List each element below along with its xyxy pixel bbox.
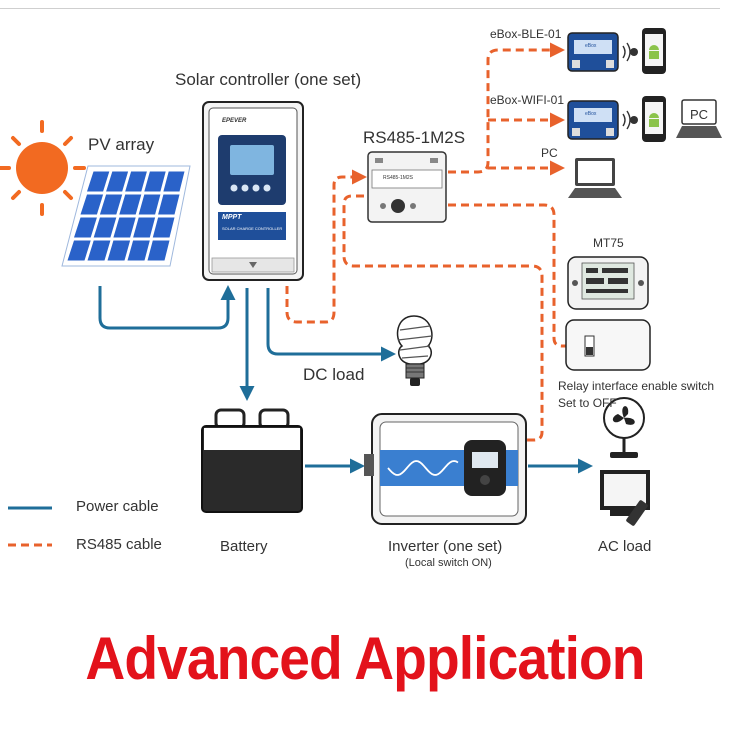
wifi-signal-icon [622,110,638,130]
legend [8,506,52,547]
pv-array-label: PV array [88,135,155,154]
ebox-wifi-icon [567,100,619,140]
phone-icon [642,28,666,74]
controller-brand-text: EPEVER [222,118,247,124]
solar-cell [144,171,166,192]
solar-cell [87,171,110,192]
headline-title: Advanced Application [85,625,645,692]
controller-mppt-text: MPPT [222,214,242,221]
solar-cell [80,194,104,215]
module-to-inverter-cable [342,194,544,442]
controller-to-dcload-cable [266,288,396,362]
relay-switch-label: Relay interface enable switch [558,379,715,393]
ebox-wifi-small-text: eBox [585,111,597,117]
sun-icon [0,120,86,216]
application-diagram [0,28,722,547]
fan-icon [603,397,645,458]
module-to-ebox-ble-cable [448,42,565,174]
inverter-icon [364,413,527,525]
relay-box-icon [565,319,651,371]
meter-icon [567,256,649,310]
ebox-wifi-label: eBox-WIFI-01 [490,93,565,107]
phone-icon-2 [642,96,666,142]
solar-cell [163,171,185,192]
ebox-ble-label: eBox-BLE-01 [490,27,562,41]
solar-cell [138,194,161,215]
controller-icon [202,101,304,281]
rs485-cables [285,42,585,442]
bulb-icon [396,315,433,386]
solar-cell [133,217,156,238]
solar-cell [67,240,91,261]
solar-cell [106,171,129,192]
laptop-icon-2 [568,158,622,198]
relay-setting-label: Set to OFF [558,396,617,410]
solar-cell [113,217,136,238]
pv-to-controller-cable [98,285,236,330]
battery-label: Battery [220,538,268,555]
battery-icon [201,408,303,513]
controller-to-module-cable [285,169,367,324]
inverter-note-label: (Local switch ON) [405,557,492,569]
bluetooth-signal-icon [622,42,638,62]
ac-load-label: AC load [598,538,652,555]
solar-cell [158,194,180,215]
solar-cell [107,240,131,261]
solar-cell [147,240,170,261]
solar-cell [152,217,175,238]
inverter-label: Inverter (one set) [388,538,503,555]
power-cables [98,285,593,474]
mt75-label: MT75 [593,236,624,250]
top-divider [0,8,720,9]
solar-cell [127,240,150,261]
module-icon [367,151,447,223]
ebox-icon [567,32,619,72]
rs485-module-label: RS485-1M2S [363,128,466,147]
solar-cell [74,217,97,238]
solar-cell [125,171,147,192]
tv-icon [600,470,650,526]
controller-sub-text: SOLAR CHARGE CONTROLLER [222,226,283,231]
module-small-text: RS485-1M2S [383,175,414,181]
ebox-ble-small-text: eBox [585,43,597,49]
dc-load-label: DC load [303,365,365,384]
legend-rs485-label: RS485 cable [76,536,162,553]
solar-cell [93,217,117,238]
solar-cell [87,240,111,261]
legend-power-label: Power cable [76,498,159,515]
laptop-icon [676,99,722,138]
solar-cell [119,194,142,215]
module-to-relay-cable [448,203,585,354]
solar-panel-icon [61,165,191,267]
pc-label-top: PC [690,107,709,122]
solar-controller-label: Solar controller (one set) [175,70,362,89]
solar-cell [99,194,123,215]
pc-label-mid: PC [541,146,558,160]
